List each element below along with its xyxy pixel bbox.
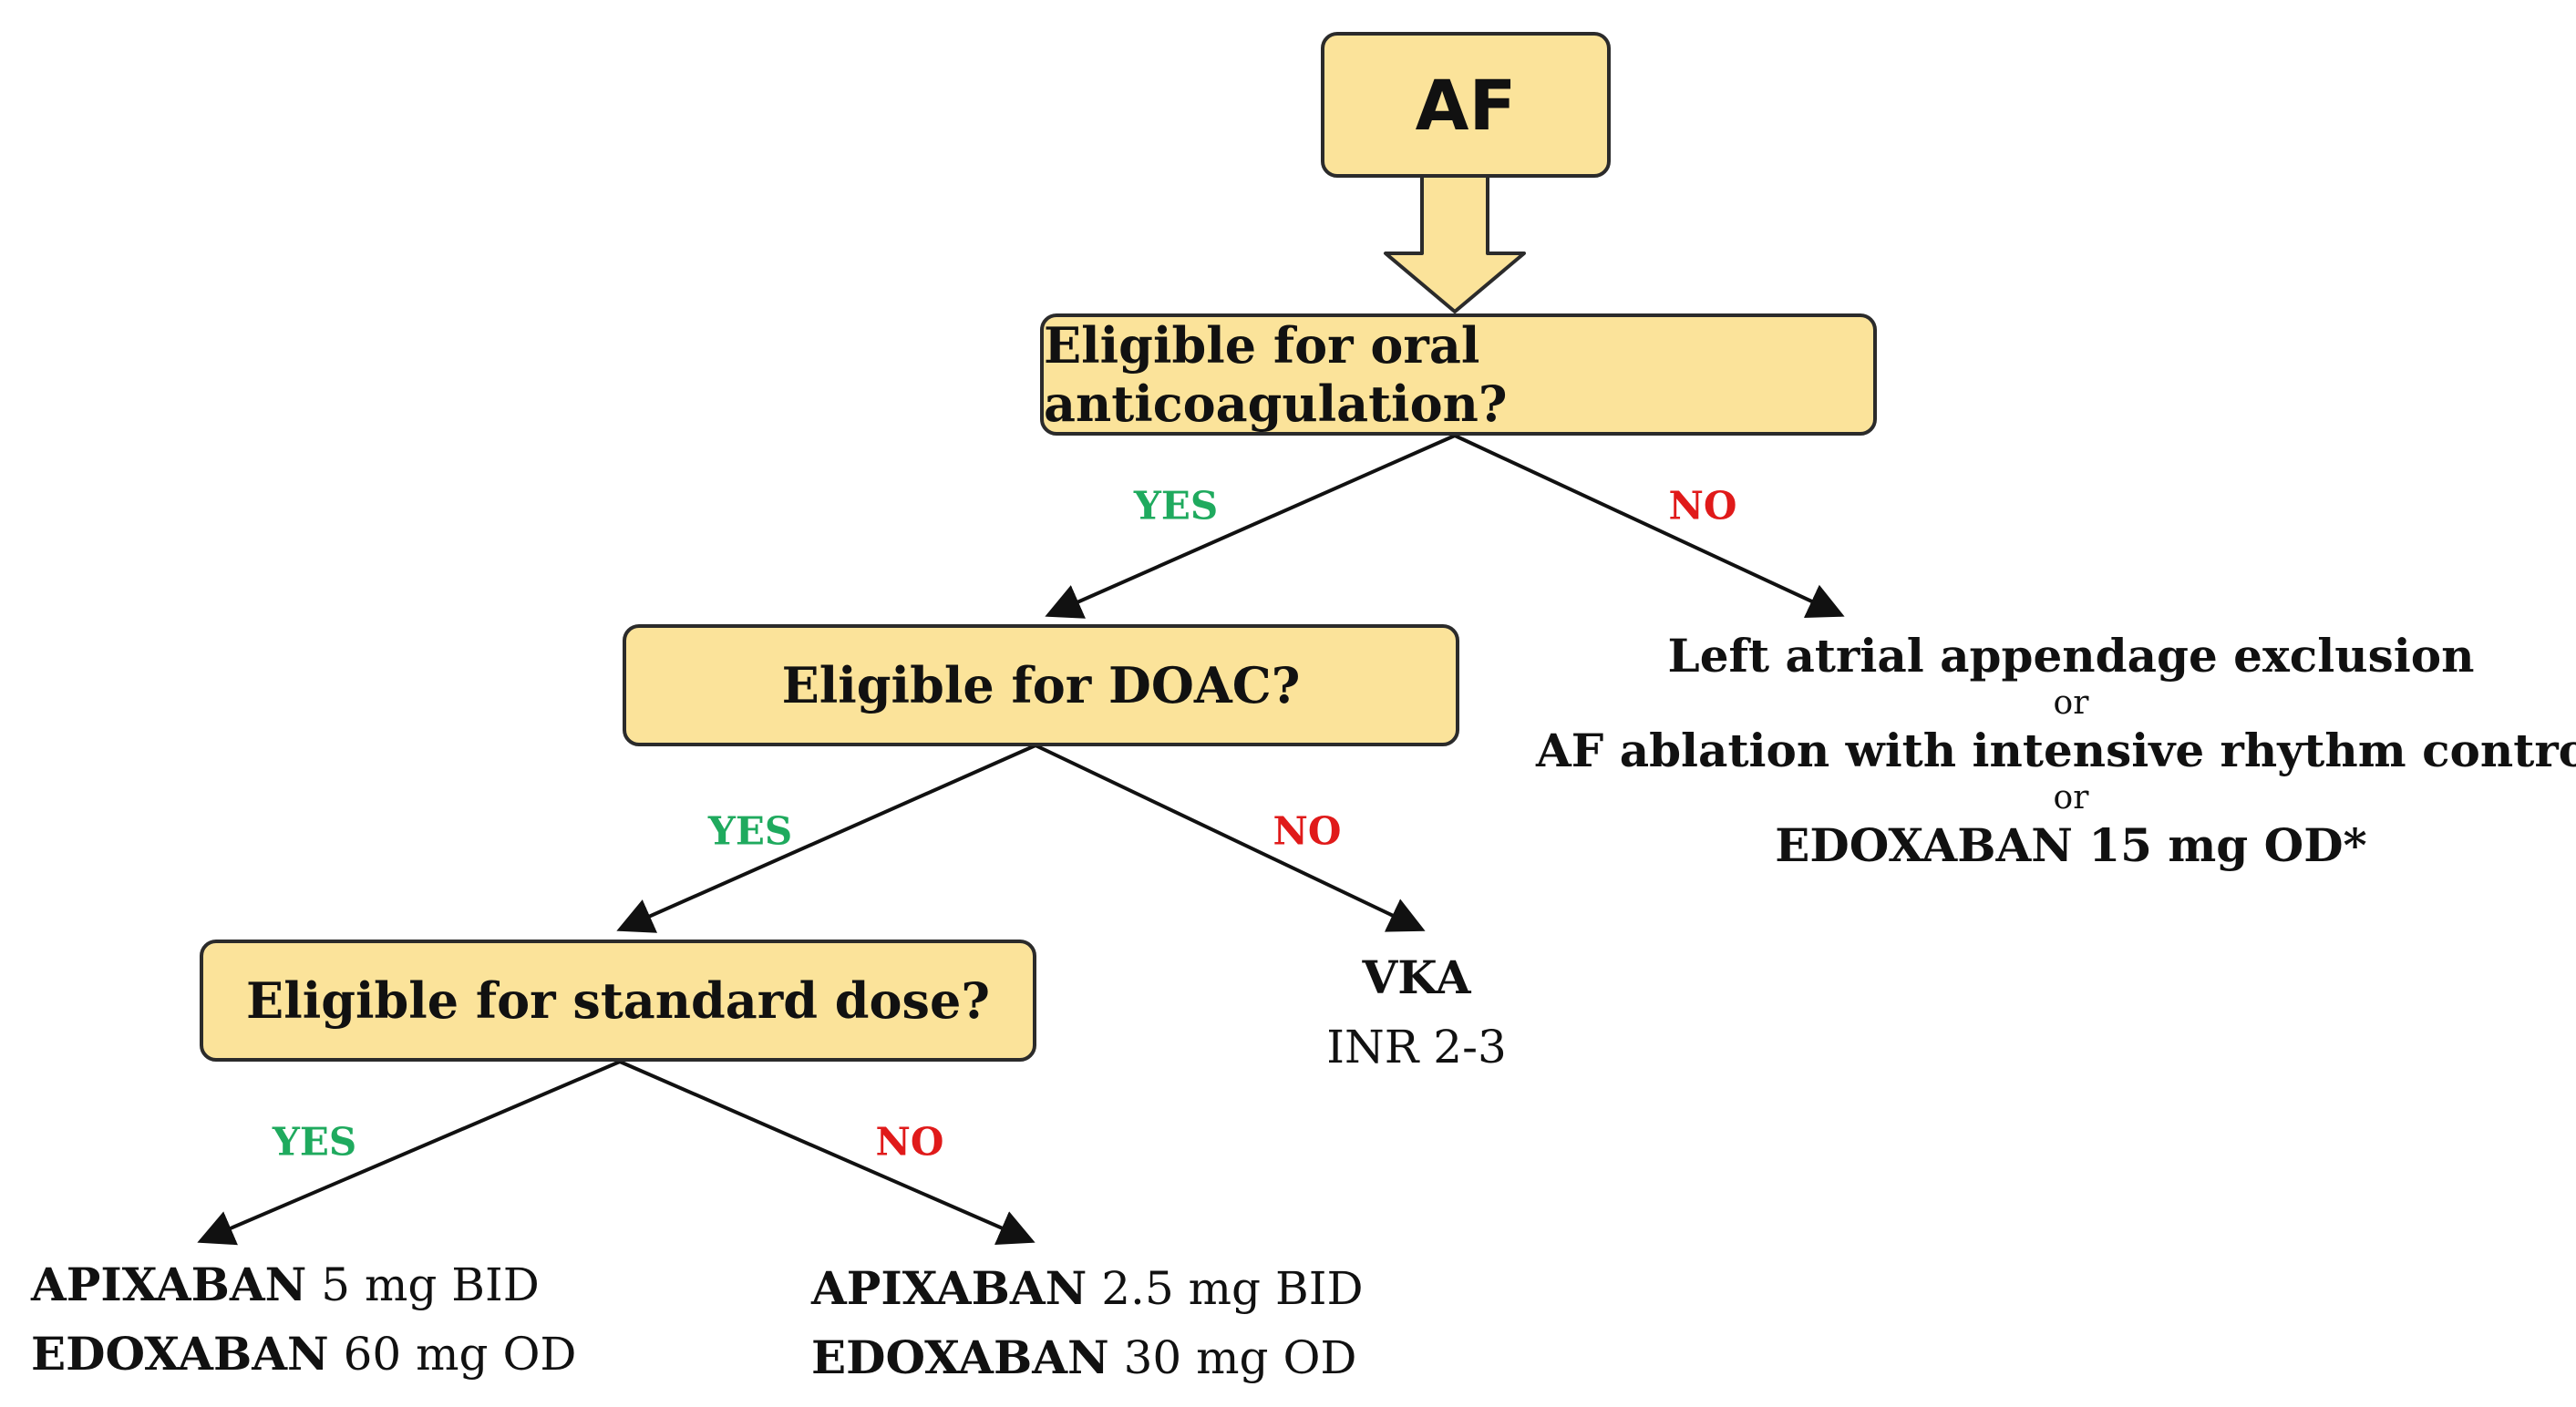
drug-edoxaban-reduced: EDOXABAN (811, 1330, 1109, 1384)
drug-edoxaban: EDOXABAN (31, 1327, 329, 1381)
edge-q2-yes (616, 744, 1036, 933)
af-down-arrow (1384, 174, 1526, 313)
outcome-no-oac: Left atrial appendage exclusion or AF ab… (1536, 621, 2576, 880)
label-q3-no: NO (875, 1119, 944, 1165)
label-q1-no: NO (1668, 483, 1737, 529)
label-q2-no: NO (1273, 808, 1342, 854)
dose-apixaban-5: 5 mg BID (306, 1258, 540, 1311)
outcome-reduced-dose: APIXABAN 2.5 mg BID EDOXABAN 30 mg OD (811, 1254, 1364, 1392)
label-q1-yes: YES (1133, 483, 1219, 529)
outcome-af-ablation: AF ablation with intensive rhythm contro… (1536, 724, 2576, 777)
edge-q1-no (1454, 434, 1845, 618)
node-eligible-oac: Eligible for oral anticoagulation? (1040, 313, 1877, 436)
outcome-or-2: or (2053, 779, 2089, 816)
outcome-standard-apixaban: APIXABAN 5 mg BID (31, 1250, 577, 1320)
dose-apixaban-2-5: 2.5 mg BID (1087, 1262, 1364, 1315)
outcome-vka: VKA INR 2-3 (1326, 943, 1507, 1082)
edge-q2-no (1035, 744, 1426, 932)
dose-edoxaban-60: 60 mg OD (328, 1328, 577, 1381)
drug-apixaban-reduced: APIXABAN (811, 1261, 1087, 1315)
edge-q3-no (619, 1060, 1036, 1245)
node-af: AF (1321, 32, 1611, 178)
node-eligible-doac: Eligible for DOAC? (623, 624, 1459, 746)
edge-q1-yes (1045, 434, 1456, 619)
outcome-laa-exclusion: Left atrial appendage exclusion (1667, 629, 2475, 683)
outcome-reduced-edoxaban: EDOXABAN 30 mg OD (811, 1323, 1364, 1392)
outcome-vka-inr: INR 2-3 (1326, 1021, 1507, 1073)
drug-apixaban: APIXABAN (31, 1258, 307, 1311)
node-eligible-standard-dose: Eligible for standard dose? (200, 940, 1036, 1062)
dose-edoxaban-30: 30 mg OD (1108, 1331, 1357, 1384)
outcome-standard-dose: APIXABAN 5 mg BID EDOXABAN 60 mg OD (31, 1250, 577, 1389)
outcome-standard-edoxaban: EDOXABAN 60 mg OD (31, 1320, 577, 1389)
outcome-or-1: or (2053, 684, 2089, 722)
edge-q3-yes (197, 1060, 621, 1246)
outcome-vka-drug: VKA (1362, 950, 1471, 1004)
label-q3-yes: YES (272, 1119, 357, 1165)
outcome-edoxaban-15: EDOXABAN 15 mg OD* (1775, 818, 2367, 872)
outcome-reduced-apixaban: APIXABAN 2.5 mg BID (811, 1254, 1364, 1323)
label-q2-yes: YES (707, 808, 793, 854)
